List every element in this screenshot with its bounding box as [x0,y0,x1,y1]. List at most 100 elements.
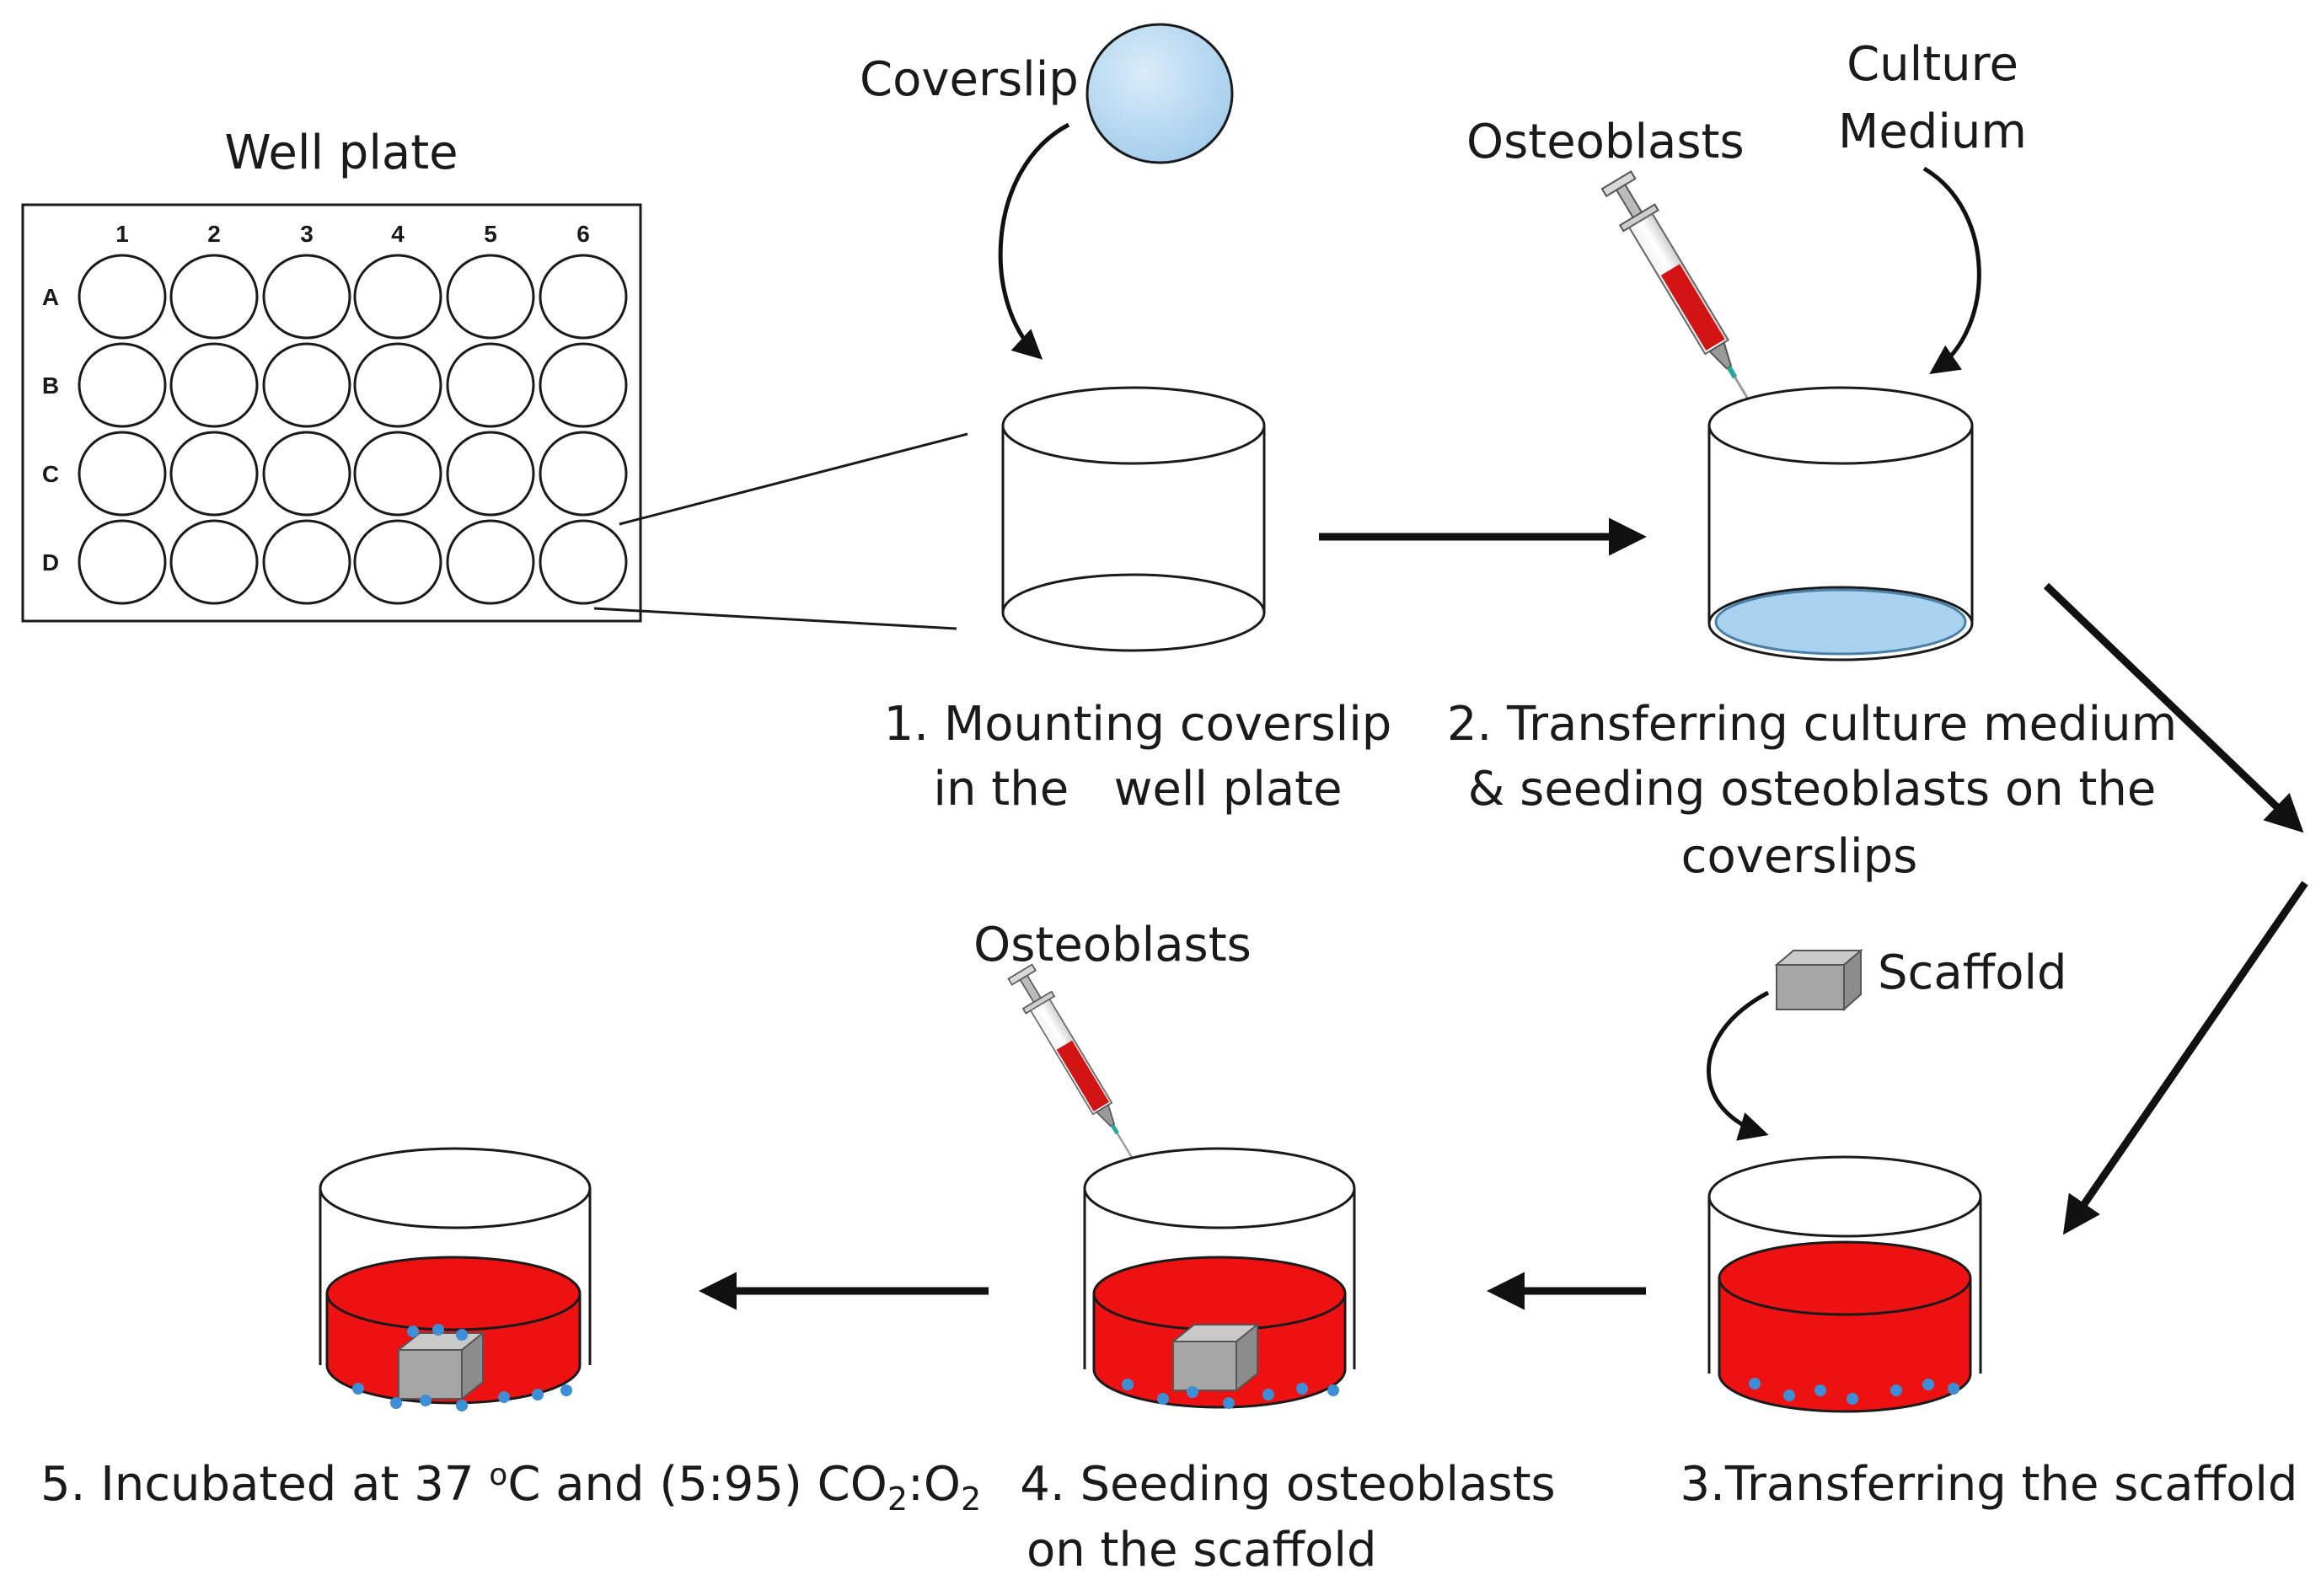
culture-medium-arrow [1922,166,1981,374]
scaffold-in-well-step5 [396,1331,485,1401]
plate-column-label: 2 [207,221,221,247]
well-step3 [1707,1155,1982,1413]
osteoblast-cell [1783,1390,1795,1401]
syringe-top-icon [1600,170,1786,460]
osteoblast-cell [560,1384,572,1396]
scaffold-label: Scaffold [1878,945,2067,1000]
medium-step3 [1718,1277,1972,1413]
step5-caption: 5. Incubated at 37 oC and (5:95) CO2:O2 [40,1457,981,1518]
step2-caption-line1: 2. Transferring culture medium [1447,697,2177,752]
plate-well [169,519,259,605]
osteoblast-cell [420,1395,432,1406]
plate-well [446,254,535,340]
coverslip-in-well [1714,588,1967,656]
step1-caption-line1: 1. Mounting coverslip [884,697,1392,752]
osteoblast-cell [1296,1383,1308,1395]
arrow-2-to-bend [2043,582,2304,833]
zoom-line-top [619,432,968,526]
plate-well [353,431,442,517]
osteoblast-cell [1749,1378,1761,1390]
plate-well [78,254,167,340]
osteoblast-cell [1327,1384,1339,1396]
plate-well [78,342,167,428]
osteoblast-cell [1223,1397,1235,1409]
osteoblast-cell [432,1324,444,1336]
osteoblasts-bottom-label: Osteoblasts [973,918,1252,972]
coverslip-label: Coverslip [860,52,1079,107]
osteoblast-cell [352,1383,364,1395]
plate-well [169,254,259,340]
step4-caption-line2: on the scaffold [1026,1523,1377,1577]
plate-well [353,519,442,605]
osteoblast-cell [1262,1389,1274,1401]
plate-well [262,254,351,340]
plate-well [539,431,628,517]
step4-caption-line1: 4. Seeding osteoblasts [1020,1457,1555,1512]
osteoblast-cell [1187,1386,1198,1398]
osteoblast-cells [352,1324,572,1411]
syringe-bottom-icon [1007,963,1159,1202]
step3-caption-line1: 3.Transferring the scaffold [1680,1457,2298,1512]
plate-column-label: 6 [576,221,590,247]
plate-well [539,342,628,428]
well-step1 [1001,386,1266,652]
culture-medium-label-line2: Medium [1838,104,2027,159]
step1-caption-line2: in the well plate [933,762,1342,817]
plate-well [353,342,442,428]
well-step4 [1083,1147,1356,1409]
plate-well [169,342,259,428]
plate-well [262,342,351,428]
plate-row-label: A [42,284,59,310]
well-plate-label: Well plate [224,126,458,180]
plate-column-label: 5 [484,221,497,247]
plate-well [262,431,351,517]
well-step5 [319,1147,592,1411]
plate-well [78,431,167,517]
plate-well [169,431,259,517]
arrow-bend-to-3 [2062,881,2308,1235]
plate-column-labels: 1 2 3 4 5 6 [115,221,590,247]
step2-caption-line3: coverslips [1681,829,1918,884]
plate-column-label: 3 [300,221,314,247]
zoom-line-bottom [593,607,957,630]
osteoblast-cells [1122,1379,1339,1409]
osteoblast-cell [1814,1384,1826,1396]
plate-well [539,254,628,340]
osteoblast-cells [1749,1378,1959,1405]
osteoblast-cell [1948,1383,1959,1395]
osteoblasts-top-label: Osteoblasts [1466,115,1745,169]
plate-well [446,342,535,428]
scaffold-cube-icon [1774,948,1863,1012]
scaffold-in-well-step4 [1171,1322,1260,1393]
plate-wells [78,254,628,605]
step2-caption-line2: & seeding osteoblasts on the [1468,762,2157,817]
plate-well [446,431,535,517]
osteoblast-cell [1847,1393,1858,1405]
plate-row-label: B [42,372,59,399]
osteoblast-cell [498,1391,510,1403]
osteoblast-cell [456,1329,468,1341]
osteoblast-cell [1122,1379,1134,1390]
culture-medium-label-line1: Culture [1847,37,2018,92]
osteoblast-cell [407,1326,419,1337]
osteoblast-cell [532,1389,544,1401]
osteoblast-cell [1890,1384,1902,1396]
plate-row-labels: A B C D [42,284,59,576]
plate-column-label: 4 [391,221,405,247]
plate-well [262,519,351,605]
osteoblast-cell [1922,1379,1934,1390]
plate-well [78,519,167,605]
coverslip-arrow [998,122,1070,360]
osteoblast-cell [1157,1393,1169,1405]
plate-well [539,519,628,605]
osteoblast-cell [456,1400,468,1411]
osteoblast-cell [390,1397,402,1409]
plate-row-label: C [42,461,59,487]
plate-column-label: 1 [115,221,129,247]
scaffold-arrow [1707,990,1770,1141]
well-step2 [1707,386,1974,661]
plate-row-label: D [42,549,59,576]
coverslip-disc [1085,23,1234,164]
